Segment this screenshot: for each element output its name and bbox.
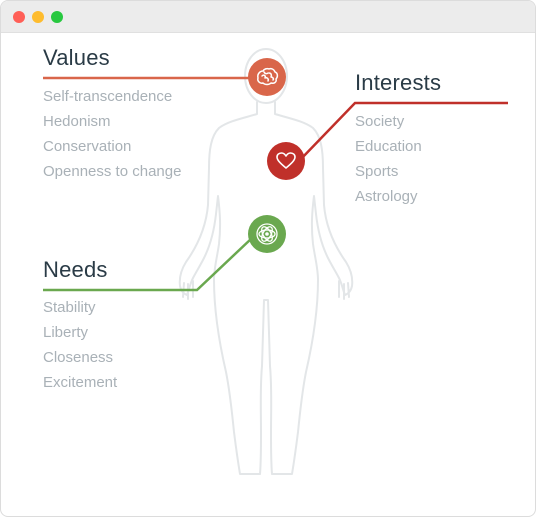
values-item: Conservation xyxy=(43,138,132,155)
needs-item: Stability xyxy=(43,299,96,316)
needs-item: Liberty xyxy=(43,324,89,341)
minimize-window-button[interactable] xyxy=(32,11,44,23)
needs-badge xyxy=(248,215,286,253)
values-badge xyxy=(248,58,286,96)
values-heading: Values xyxy=(43,45,110,70)
values-item: Hedonism xyxy=(43,113,111,130)
flower-icon xyxy=(256,223,278,245)
needs-item: Closeness xyxy=(43,349,114,366)
needs-item: Excitement xyxy=(43,374,118,391)
close-window-button[interactable] xyxy=(13,11,25,23)
brain-icon xyxy=(257,67,279,86)
interests-badge xyxy=(267,142,305,180)
zoom-window-button[interactable] xyxy=(51,11,63,23)
interests-item: Education xyxy=(355,138,422,155)
interests-item: Astrology xyxy=(355,188,418,205)
needs-connector-line xyxy=(43,237,253,292)
title-bar xyxy=(1,1,535,33)
interests-item: Sports xyxy=(355,163,399,180)
values-item: Openness to change xyxy=(43,163,182,180)
needs-heading: Needs xyxy=(43,257,108,282)
interests-connector-line xyxy=(299,101,508,161)
interests-heading: Interests xyxy=(355,70,442,95)
heart-icon xyxy=(276,152,296,169)
values-item: Self-transcendence xyxy=(43,88,173,105)
body-outline xyxy=(178,48,354,475)
interests-item: Society xyxy=(355,113,405,130)
